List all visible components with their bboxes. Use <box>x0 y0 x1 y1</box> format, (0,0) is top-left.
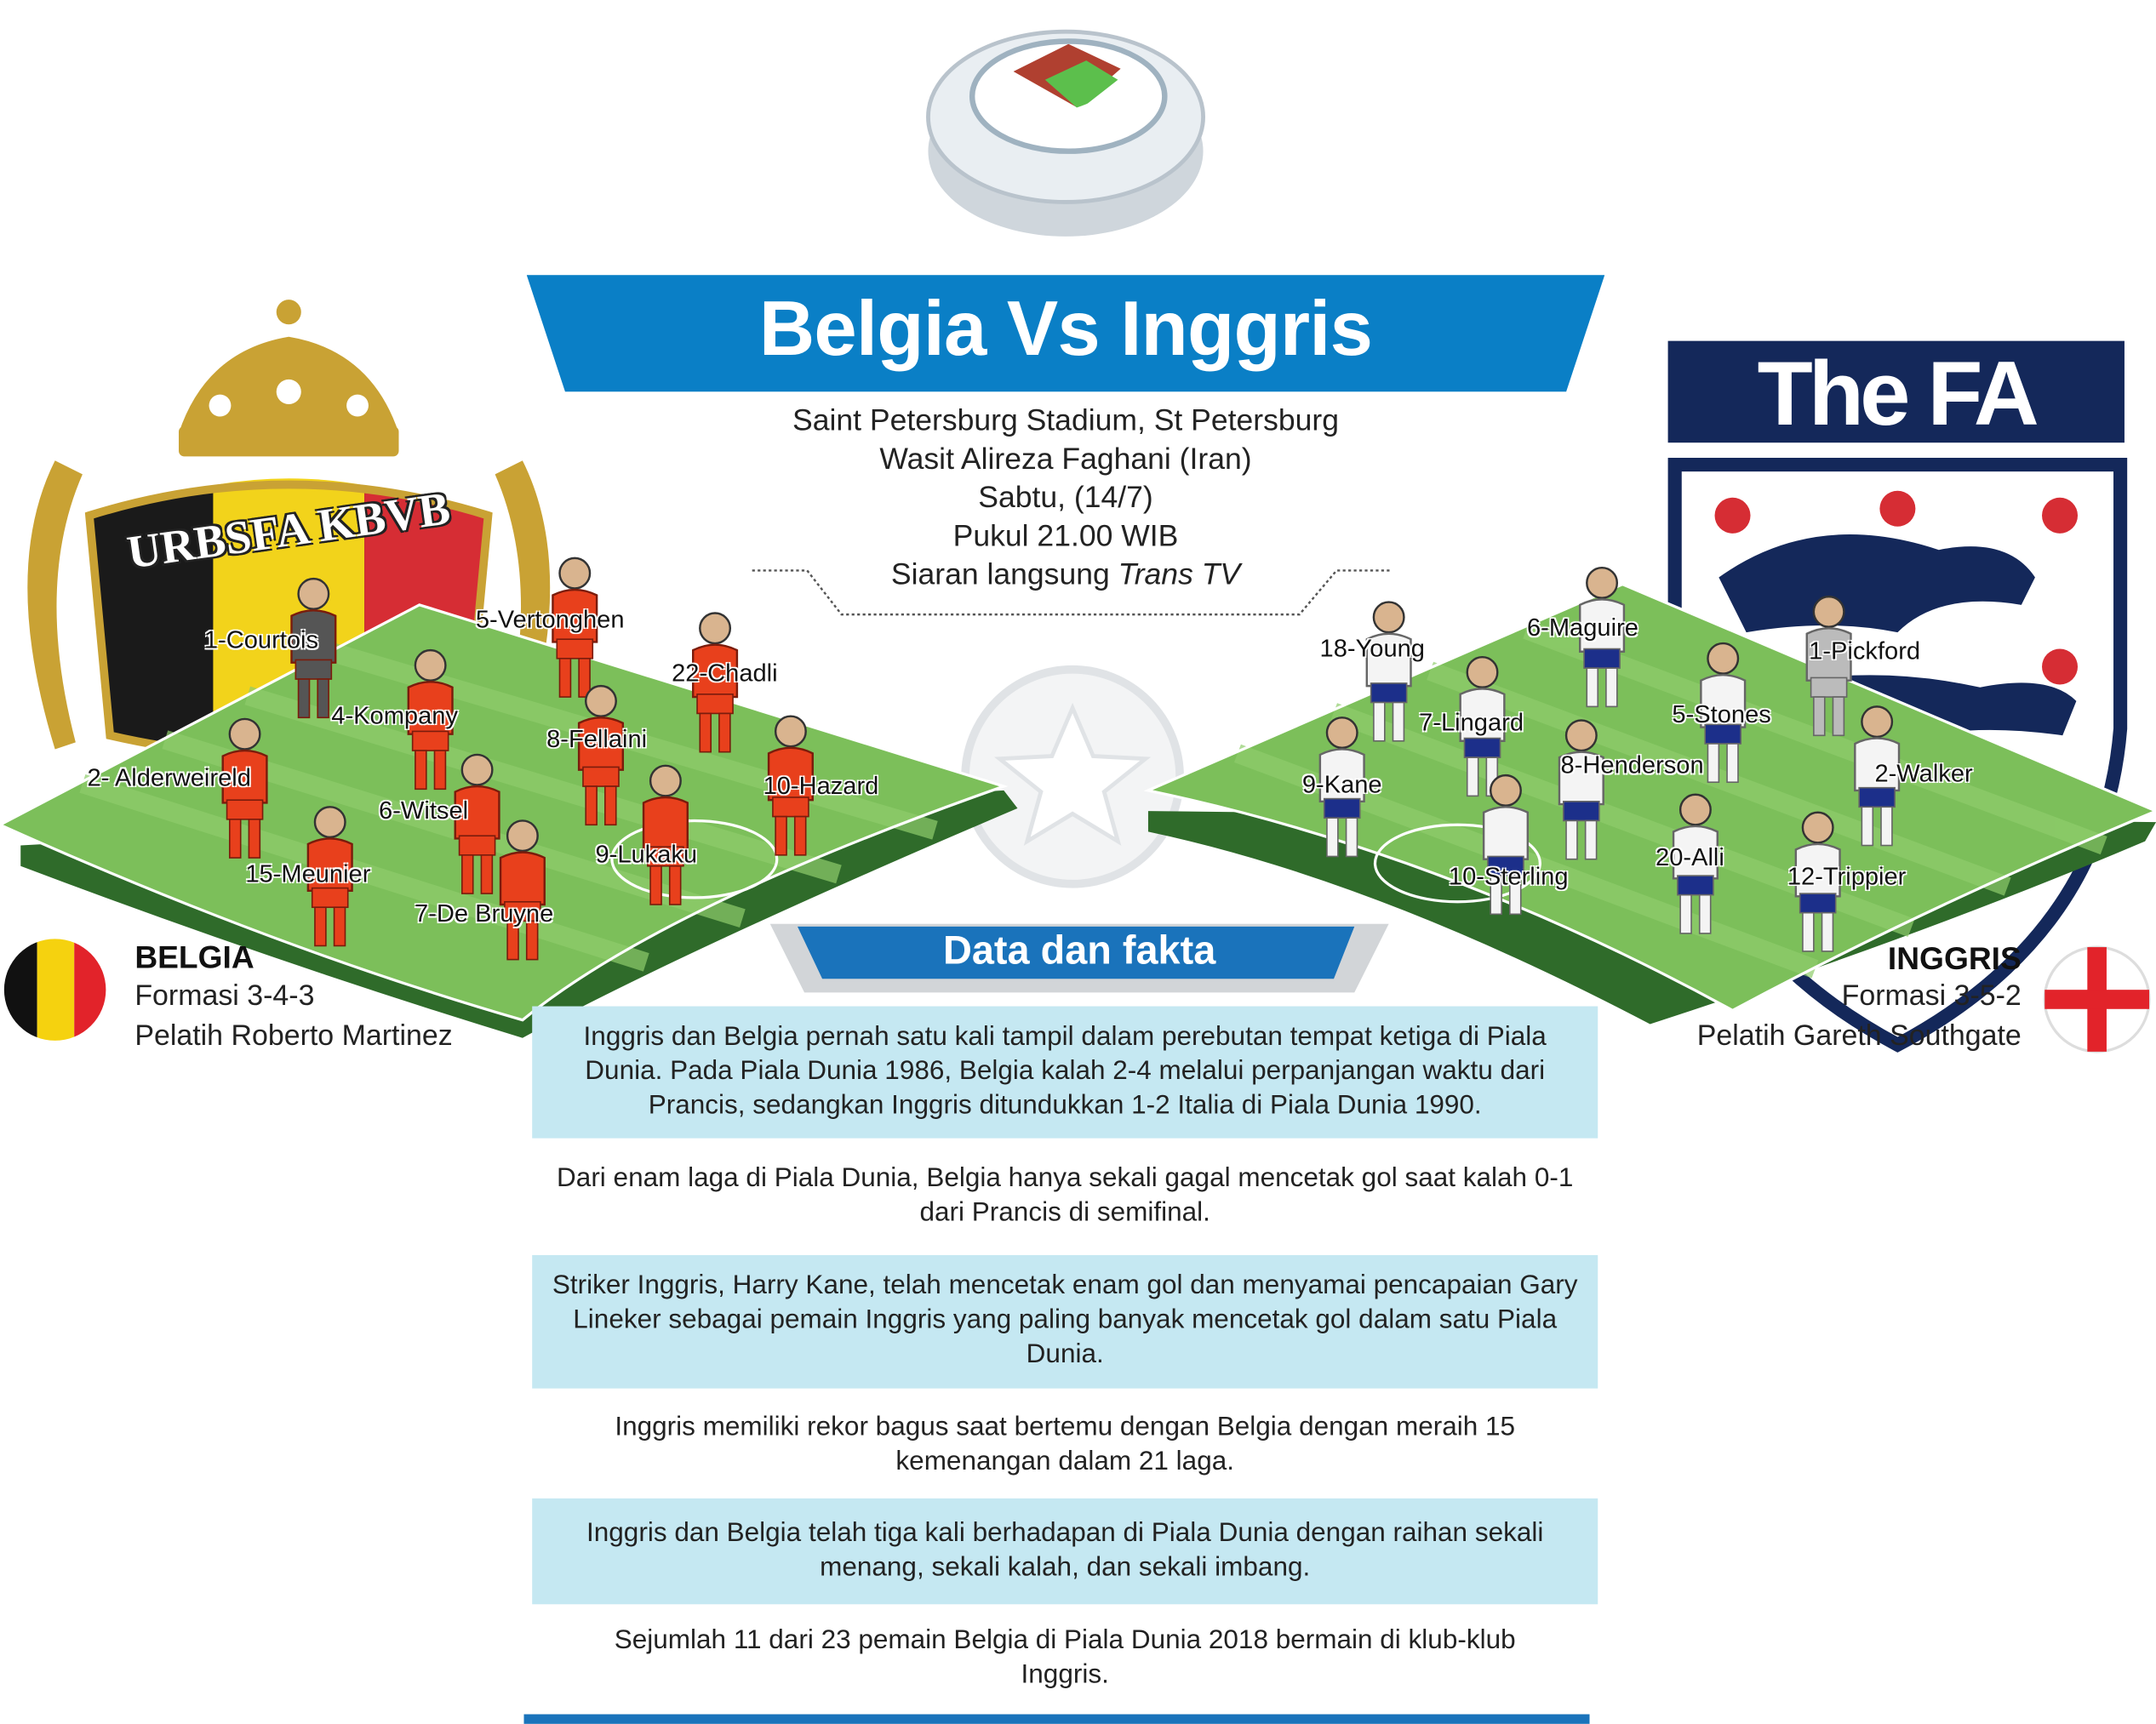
belgium-coach: Pelatih Roberto Martinez <box>134 1019 453 1052</box>
facts-banner <box>769 923 1389 993</box>
fact-item: Inggris dan Belgia telah tiga kali berha… <box>532 1498 1598 1605</box>
player-label: 1-Pickford <box>1809 637 1921 665</box>
fact-item: Dari enam laga di Piala Dunia, Belgia ha… <box>557 1162 1574 1228</box>
player-figure <box>1572 566 1633 710</box>
fa-logo-box <box>1667 340 2125 443</box>
broadcast-prefix: Siaran langsung <box>890 557 1118 591</box>
venue: Saint Petersburg Stadium, St Petersburg <box>792 402 1340 437</box>
broadcast: Siaran langsung Trans TV <box>653 557 1478 592</box>
belgium-flag-icon <box>3 939 106 1041</box>
player-figure <box>1358 601 1419 744</box>
fact-item: Inggris memiliki rekor bagus saat bertem… <box>615 1412 1516 1477</box>
player-figure <box>283 577 344 721</box>
player-label: 20-Alli <box>1656 843 1724 871</box>
player-label: 2-Walker <box>1874 759 1973 787</box>
belgium-formation: Formasi 3-4-3 <box>134 979 315 1013</box>
match-date: Sabtu, (14/7) <box>978 479 1153 515</box>
player-figure <box>760 715 821 858</box>
player-label: 9-Kane <box>1301 770 1382 798</box>
player-figure <box>1847 705 1907 848</box>
player-figure <box>492 819 552 962</box>
player-label: 6-Witsel <box>379 796 469 825</box>
player-figure <box>1452 655 1513 799</box>
player-label: 8-Fellaini <box>546 725 648 753</box>
player-figure <box>214 717 275 860</box>
player-label: 10-Hazard <box>763 772 879 800</box>
player-label: 4-Kompany <box>331 701 459 730</box>
player-label: 9-Lukaku <box>595 840 698 869</box>
england-flag-icon <box>2043 945 2151 1053</box>
broadcast-channel: Trans TV <box>1118 557 1241 591</box>
dotted-divider <box>752 569 1392 616</box>
bottom-bar <box>523 1714 1590 1724</box>
player-label: 8-Henderson <box>1560 751 1704 779</box>
player-label: 7-Lingard <box>1419 708 1524 737</box>
player-figure <box>1665 793 1725 936</box>
player-figure <box>1799 595 1859 739</box>
player-label: 5-Stones <box>1672 700 1771 728</box>
fact-item: Sejumlah 11 dari 23 pemain Belgia di Pia… <box>614 1624 1516 1690</box>
player-label: 22-Chadli <box>672 659 778 687</box>
player-label: 15-Meunier <box>245 859 371 888</box>
player-label: 10-Sterling <box>1448 862 1569 891</box>
player-label: 7-De Bruyne <box>415 899 554 928</box>
stadium-icon <box>926 29 1205 237</box>
england-coach: Pelatih Gareth Southgate <box>1696 1019 2022 1052</box>
fact-item: Striker Inggris, Harry Kane, telah mence… <box>532 1254 1598 1389</box>
england-formation: Formasi 3-5-2 <box>1841 979 2022 1013</box>
player-figure <box>1312 716 1372 859</box>
player-label: 1-Courtois <box>203 625 319 654</box>
fa-logo-text: The FA <box>1757 342 2039 444</box>
belgium-name: BELGIA <box>134 939 254 975</box>
player-figure <box>545 557 605 699</box>
title-banner <box>526 275 1605 392</box>
player-label: 2- Alderweireld <box>87 763 251 791</box>
player-figure <box>400 648 460 792</box>
player-figure <box>1787 811 1848 954</box>
kickoff-time: Pukul 21.00 WIB <box>952 518 1179 553</box>
player-figure <box>300 806 360 949</box>
player-label: 5-Vertonghen <box>475 605 625 633</box>
player-label: 12-Trippier <box>1787 862 1907 891</box>
facts-title: Data dan fakta <box>943 929 1216 973</box>
player-figure <box>685 612 746 755</box>
player-label: 18-Young <box>1319 634 1425 662</box>
player-label: 6-Maguire <box>1526 614 1638 642</box>
referee: Wasit Alireza Faghani (Iran) <box>879 441 1252 476</box>
player-figure <box>1693 642 1753 785</box>
player-figure <box>635 764 695 907</box>
fact-item: Inggris dan Belgia pernah satu kali tamp… <box>532 1006 1598 1139</box>
match-title: Belgia Vs Inggris <box>758 284 1373 372</box>
player-figure <box>1551 719 1611 862</box>
player-figure <box>1475 774 1536 917</box>
player-figure <box>447 753 507 896</box>
england-name: INGGRIS <box>1887 940 2022 977</box>
player-figure <box>570 684 631 828</box>
